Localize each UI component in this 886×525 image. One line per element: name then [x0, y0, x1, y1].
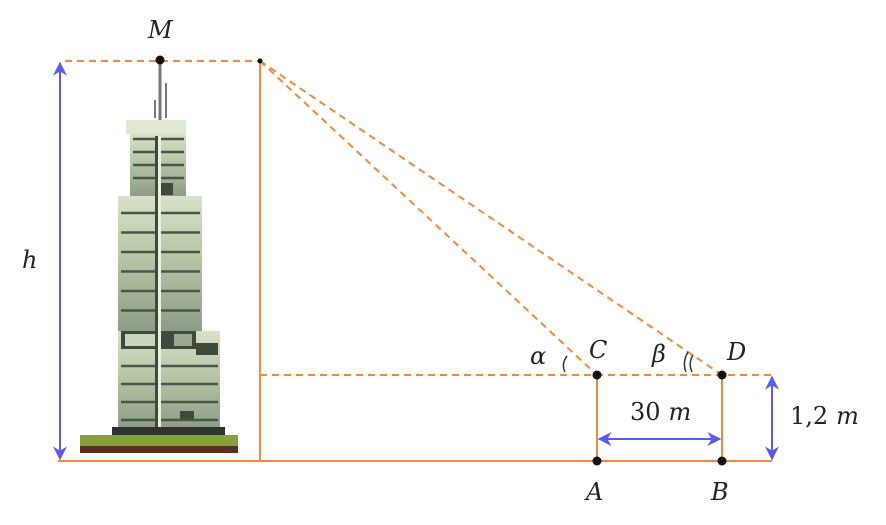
sight-line-d	[259, 60, 723, 376]
label-a: A	[584, 478, 603, 506]
label-beta: β	[651, 340, 666, 368]
label-c: C	[589, 336, 607, 364]
point-b	[717, 456, 727, 466]
label-d: D	[726, 338, 746, 366]
alpha-arc	[562, 355, 568, 373]
point-d	[717, 370, 727, 380]
label-m: M	[147, 16, 174, 44]
building-illustration	[80, 62, 238, 453]
point-top-corner	[257, 58, 263, 64]
point-a	[592, 456, 602, 466]
point-m	[155, 55, 165, 65]
beta-arc	[683, 351, 694, 373]
label-alpha: α	[530, 342, 546, 370]
label-h: h	[22, 246, 37, 274]
sight-line-c	[259, 60, 598, 376]
label-b: B	[710, 478, 729, 506]
point-c	[592, 370, 602, 380]
